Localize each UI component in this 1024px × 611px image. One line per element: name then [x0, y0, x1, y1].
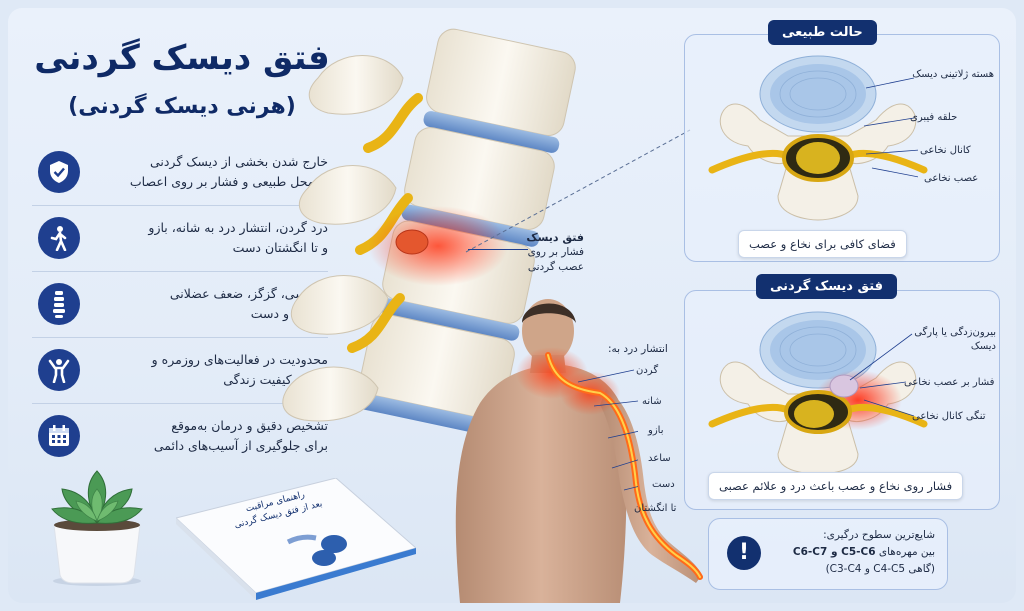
- spine-callout-line2: عصب گردنی: [527, 261, 584, 273]
- feature-text-line: درد گردن، انتشار درد به شانه، بازو: [148, 220, 328, 235]
- common-levels-main: بین مهره‌های C6-C7 و C5-C6: [792, 546, 935, 558]
- hernia-leader-lines: [849, 333, 915, 417]
- exclamation-icon: !: [727, 536, 761, 570]
- walking-person-icon: [38, 217, 80, 259]
- feature-item: درد گردن، انتشار درد به شانه، بازو و تا …: [32, 206, 328, 272]
- hernia-caption: فشار روی نخاع و عصب باعث درد و علائم عصب…: [708, 472, 964, 500]
- pain-spread-item: ساعد: [648, 453, 671, 464]
- calendar-icon: [38, 415, 80, 457]
- succulent-plant-illustration: [51, 470, 143, 586]
- feature-item: تشخیص دقیق و درمان به‌موقع برای جلوگیری …: [32, 404, 328, 470]
- common-levels-other: (گاهی C4-C5 و C3-C4): [825, 563, 935, 575]
- feature-text-line: برای جلوگیری از آسیب‌های دائمی: [153, 438, 328, 453]
- hernia-state-tag: فتق دیسک گردنی: [756, 274, 898, 299]
- hernia-vertebra-illustration: [708, 311, 928, 474]
- normal-state-tag: حالت طبیعی: [768, 20, 877, 45]
- pain-spread-heading: انتشار درد به:: [608, 343, 668, 355]
- feature-text-line: بی‌حسی، گزگز، ضعف عضلانی: [169, 286, 328, 301]
- page-subtitle: (هرنی دیسک گردنی): [68, 94, 296, 119]
- spine-callout-line1: فشار بر روی: [527, 246, 584, 258]
- infographic-canvas: فتق دیسک گردنی (هرنی دیسک گردنی) خارج شد…: [8, 8, 1016, 603]
- hernia-label: تنگی کانال نخاعی: [912, 411, 986, 422]
- pain-spread-item: تا انگشتان: [634, 503, 677, 514]
- feature-text-line: تشخیص دقیق و درمان به‌موقع: [171, 418, 328, 433]
- cervical-spine-illustration: [282, 28, 576, 437]
- pain-spread-item: بازو: [648, 425, 664, 436]
- spine-callout: فتق دیسک فشار بر روی عصب گردنی: [488, 230, 584, 275]
- spine-callout-title: فتق دیسک: [526, 231, 584, 244]
- pain-spread-item: دست: [652, 479, 675, 490]
- person-arms-up-icon: [38, 349, 80, 391]
- pain-spread-leader-lines: [577, 369, 638, 491]
- feature-item: خارج شدن بخشی از دیسک گردنی از محل طبیعی…: [32, 140, 328, 206]
- shield-check-icon: [38, 151, 80, 193]
- common-levels-heading: شایع‌ترین سطوح درگیری:: [823, 529, 935, 541]
- page-title: فتق دیسک گردنی: [34, 38, 330, 78]
- spine-callout-line: [468, 249, 528, 250]
- dashed-connector: [465, 129, 691, 253]
- human-back-figure: [455, 299, 703, 603]
- normal-label: عصب نخاعی: [924, 173, 979, 184]
- normal-leader-lines: [863, 77, 918, 178]
- pain-spread-item: شانه: [642, 396, 662, 407]
- common-levels-box: ! شایع‌ترین سطوح درگیری: بین مهره‌های C6…: [708, 518, 948, 590]
- hernia-label: بیرون‌زدگی یا پارگی دیسک: [914, 327, 996, 352]
- normal-caption: فضای کافی برای نخاع و عصب: [738, 230, 907, 258]
- normal-label: هسته ژلاتینی دیسک: [912, 69, 994, 80]
- feature-text-line: و تا انگشتان دست: [232, 240, 328, 255]
- hernia-label: فشار بر عصب نخاعی: [904, 377, 995, 388]
- spine-icon: [38, 283, 80, 325]
- guide-book: راهنمای مراقبت بعد از فتق دیسک گردنی: [176, 478, 416, 600]
- pain-spread-item: گردن: [636, 365, 659, 376]
- normal-label: کانال نخاعی: [920, 145, 971, 156]
- feature-text-line: از محل طبیعی و فشار بر روی اعصاب: [129, 174, 328, 189]
- normal-label: حلقه فیبری: [910, 112, 958, 123]
- feature-list: خارج شدن بخشی از دیسک گردنی از محل طبیعی…: [32, 140, 328, 470]
- feature-text-line: محدودیت در فعالیت‌های روزمره و: [151, 352, 328, 367]
- feature-text-line: خارج شدن بخشی از دیسک گردنی: [149, 154, 328, 169]
- normal-vertebra-illustration: [708, 55, 928, 221]
